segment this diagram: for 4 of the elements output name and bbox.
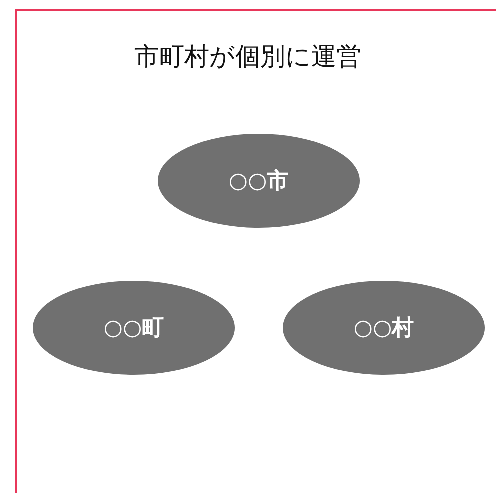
node-label: ○○村 bbox=[354, 315, 414, 343]
diagram-title: 市町村が個別に運営 bbox=[134, 41, 362, 73]
node-label: ○○町 bbox=[104, 315, 164, 343]
node-label: ○○市 bbox=[228, 168, 290, 196]
